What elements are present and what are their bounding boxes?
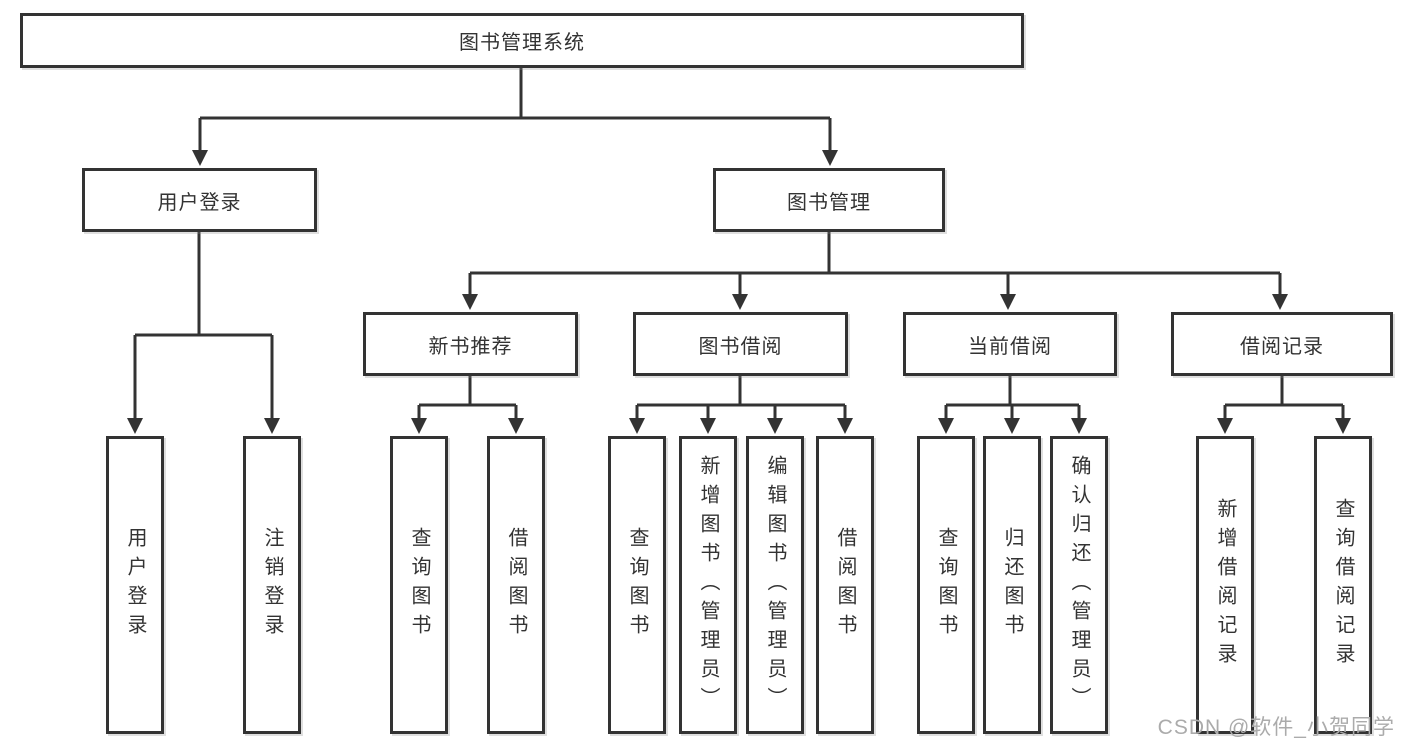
leaf-nbr-borrow-books-label: 借阅图书 bbox=[505, 527, 527, 643]
leaf-cb-return-books-label: 归还图书 bbox=[1001, 527, 1023, 643]
leaf-user-login-label: 用户登录 bbox=[124, 527, 146, 643]
leaf-nbr-query-books-label: 查询图书 bbox=[408, 527, 430, 643]
leaf-bb-query-books: 查询图书 bbox=[608, 436, 666, 734]
leaf-nbr-borrow-books: 借阅图书 bbox=[487, 436, 545, 734]
node-book-borrow-label: 图书借阅 bbox=[698, 335, 783, 358]
node-borrow-records-label: 借阅记录 bbox=[1240, 335, 1324, 358]
node-book-borrow: 图书借阅 bbox=[633, 312, 848, 376]
node-new-book-recommend-label: 新书推荐 bbox=[428, 335, 513, 358]
leaf-cb-return-books: 归还图书 bbox=[983, 436, 1041, 734]
leaf-bb-borrow-books: 借阅图书 bbox=[816, 436, 874, 734]
leaf-logout: 注销登录 bbox=[243, 436, 301, 734]
leaf-bb-query-books-label: 查询图书 bbox=[626, 527, 648, 643]
leaf-user-login: 用户登录 bbox=[106, 436, 164, 734]
leaf-cb-query-books: 查询图书 bbox=[917, 436, 975, 734]
csdn-watermark: CSDN @软件_小贺同学 bbox=[1157, 716, 1395, 739]
leaf-cb-confirm-return-admin-label: 确认归还（管理员） bbox=[1068, 454, 1090, 716]
node-new-book-recommend: 新书推荐 bbox=[363, 312, 578, 376]
leaf-bb-add-books-admin: 新增图书（管理员） bbox=[679, 436, 737, 734]
leaf-cb-query-books-label: 查询图书 bbox=[935, 527, 957, 643]
node-book-management: 图书管理 bbox=[713, 168, 945, 232]
leaf-br-add-record: 新增借阅记录 bbox=[1196, 436, 1254, 734]
leaf-cb-confirm-return-admin: 确认归还（管理员） bbox=[1050, 436, 1108, 734]
leaf-br-query-record-label: 查询借阅记录 bbox=[1332, 498, 1354, 672]
leaf-bb-borrow-books-label: 借阅图书 bbox=[834, 527, 856, 643]
node-book-management-label: 图书管理 bbox=[787, 191, 871, 214]
leaf-bb-edit-books-admin-label: 编辑图书（管理员） bbox=[764, 454, 786, 716]
node-root: 图书管理系统 bbox=[20, 13, 1024, 68]
leaf-bb-add-books-admin-label: 新增图书（管理员） bbox=[697, 454, 719, 716]
leaf-nbr-query-books: 查询图书 bbox=[390, 436, 448, 734]
node-root-label: 图书管理系统 bbox=[459, 32, 585, 54]
leaf-br-query-record: 查询借阅记录 bbox=[1314, 436, 1372, 734]
node-user-login-label: 用户登录 bbox=[157, 191, 242, 214]
node-borrow-records: 借阅记录 bbox=[1171, 312, 1393, 376]
leaf-logout-label: 注销登录 bbox=[261, 527, 283, 643]
leaf-bb-edit-books-admin: 编辑图书（管理员） bbox=[746, 436, 804, 734]
node-current-borrow: 当前借阅 bbox=[903, 312, 1117, 376]
node-current-borrow-label: 当前借阅 bbox=[968, 335, 1052, 358]
leaf-br-add-record-label: 新增借阅记录 bbox=[1214, 498, 1236, 672]
node-user-login: 用户登录 bbox=[82, 168, 317, 232]
